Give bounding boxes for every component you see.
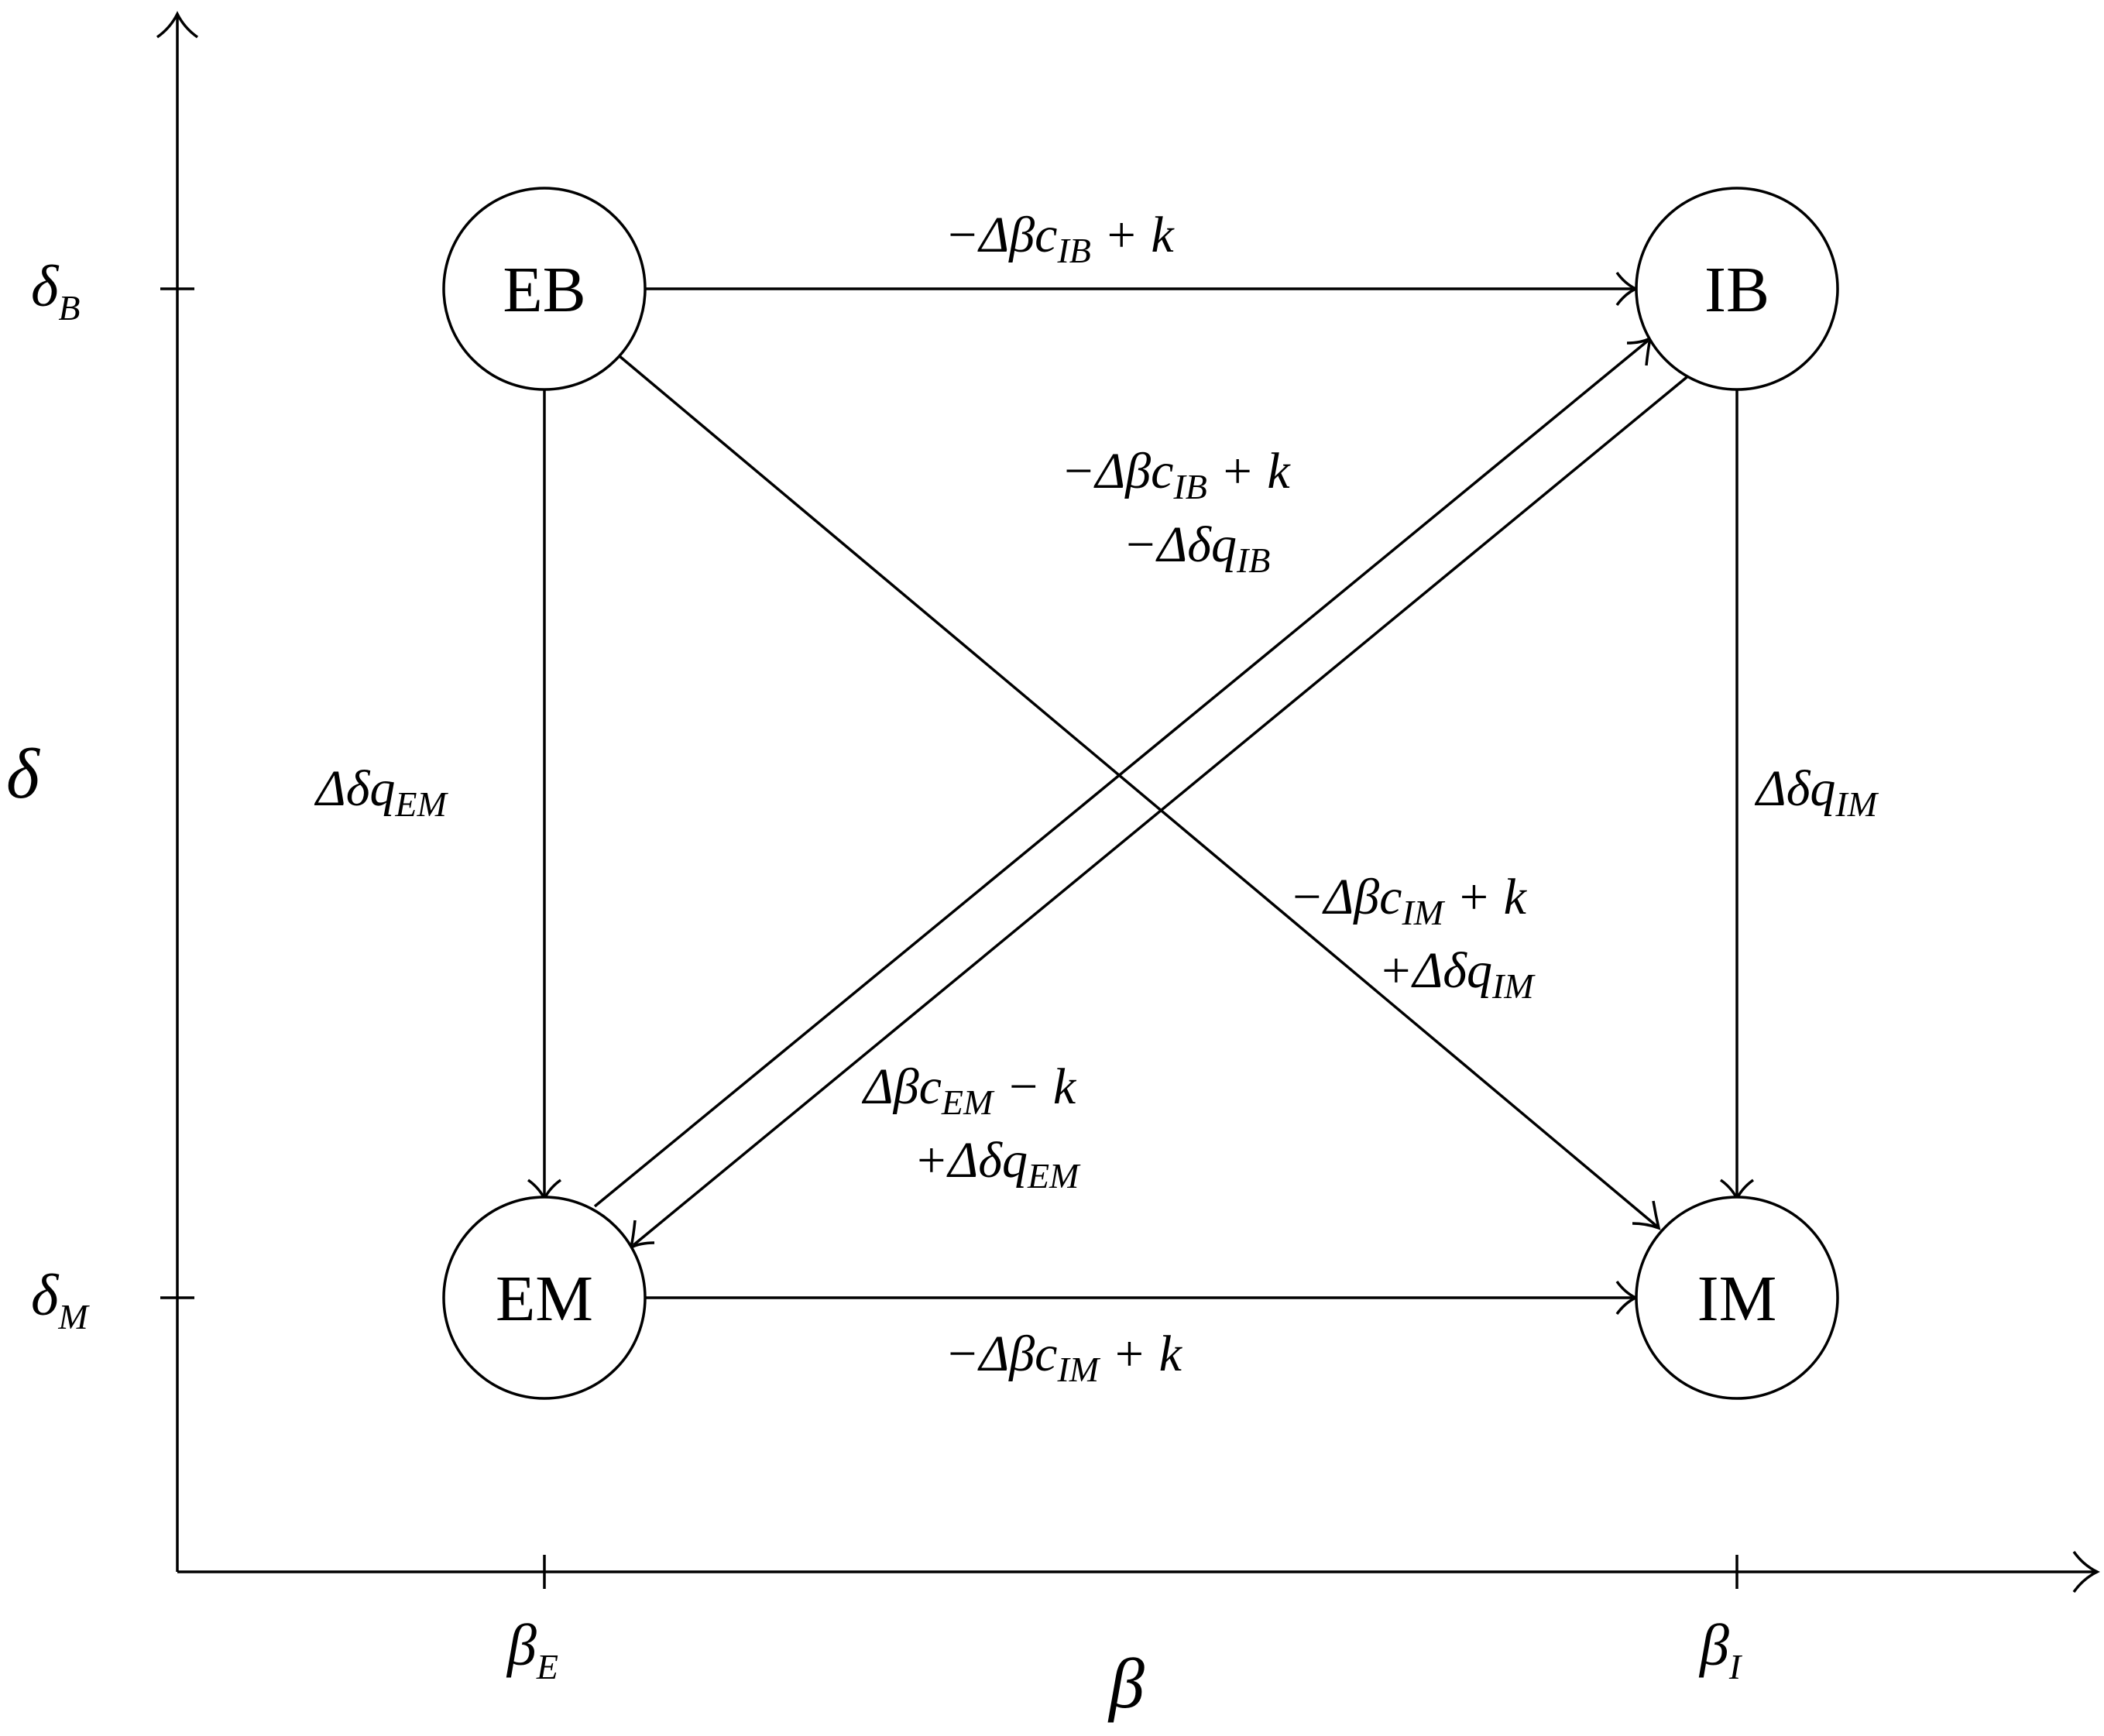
node-im-label: IM: [1697, 1263, 1777, 1335]
x-tick-label-beta-i: βI: [1698, 1613, 1743, 1686]
edge-label-ib-im: ΔδqIM: [1754, 760, 1879, 824]
y-axis-arrowhead: [156, 11, 199, 39]
edge-em-ib: [593, 339, 1649, 1208]
edge-label-em-im: −ΔβcIM + k: [945, 1326, 1183, 1389]
edge-label-ib-em-line2: +ΔδqEM: [914, 1132, 1081, 1196]
edge-label-em-ib-line2: −ΔδqIB: [1123, 516, 1270, 580]
edge-label-ib-em: ΔβcEM − k: [861, 1058, 1077, 1122]
y-tick-label-delta-b: δB: [31, 254, 80, 328]
node-eb: EB: [442, 187, 647, 391]
node-em-label: EM: [496, 1263, 593, 1335]
nodes: EB IB EM IM: [442, 187, 1839, 1400]
y-tick-label-delta-m: δM: [31, 1263, 90, 1336]
edge-label-eb-im: −ΔβcIM + k: [1289, 869, 1528, 932]
edge-labels: −ΔβcIB + k −ΔβcIM + k ΔδqEM ΔδqIM −ΔβcIB…: [314, 207, 1879, 1389]
edge-label-em-ib: −ΔβcIB + k: [1061, 443, 1291, 506]
edges: [527, 271, 1755, 1316]
edge-ib-em: [632, 373, 1691, 1247]
node-em-circle: [442, 1196, 647, 1400]
node-eb-circle: [442, 187, 647, 391]
y-axis-label: δ: [6, 734, 40, 813]
x-tick-label-beta-e: βE: [506, 1613, 558, 1686]
x-axis-label: β: [1107, 1644, 1145, 1723]
edge-label-eb-ib: −ΔβcIB + k: [945, 207, 1175, 270]
node-ib: IB: [1635, 187, 1839, 391]
edge-label-eb-em: ΔδqEM: [314, 760, 449, 824]
node-im-circle: [1635, 1196, 1839, 1400]
edge-label-eb-im-line2: +ΔδqIM: [1378, 942, 1536, 1006]
node-em: EM: [442, 1196, 647, 1400]
node-ib-label: IB: [1704, 254, 1769, 326]
x-axis-arrowhead: [2072, 1550, 2100, 1594]
node-eb-label: EB: [503, 254, 585, 326]
node-im: IM: [1635, 1196, 1839, 1400]
node-ib-circle: [1635, 187, 1839, 391]
edge-eb-im: [618, 355, 1659, 1228]
edge-eb-im-arrowhead: [1632, 1200, 1661, 1230]
axes: δB δM βE βI δ β: [6, 11, 2100, 1723]
